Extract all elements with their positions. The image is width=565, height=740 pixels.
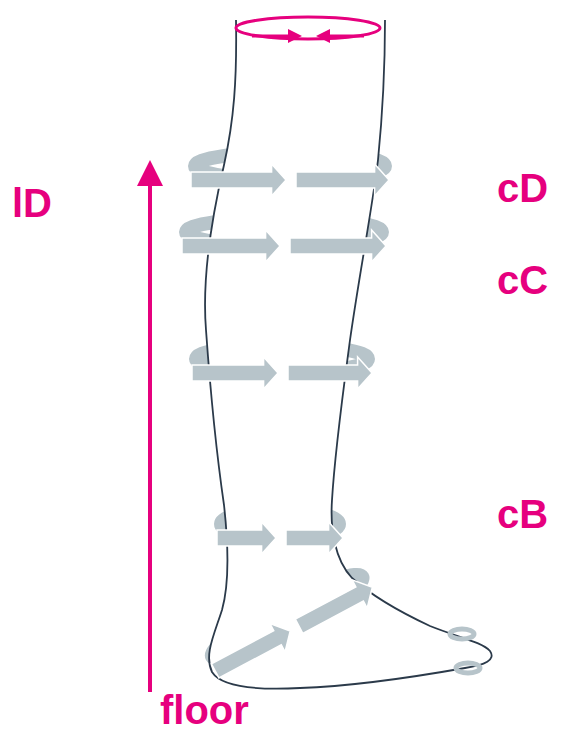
measure-ring [236,17,380,39]
compression-arrows [182,230,386,262]
toe-band [450,629,474,639]
compression-arrows [208,573,380,685]
toe-band [456,663,480,673]
length-arrowhead [137,160,163,186]
compression-arrows [191,164,389,196]
length-arrow [148,180,152,692]
floor-label: floor [160,690,249,730]
measure-label: lD [12,183,52,223]
measure-arrowhead [288,29,302,43]
compression-arrows [192,357,372,389]
measure-label: cD [497,168,548,208]
measure-arrow [252,35,292,38]
measure-label: cB [497,494,548,534]
measure-label: cC [497,260,548,300]
leg-outline [205,20,492,689]
measure-arrowhead [316,29,330,43]
measure-arrow [326,35,364,38]
compression-arrows [217,522,343,554]
